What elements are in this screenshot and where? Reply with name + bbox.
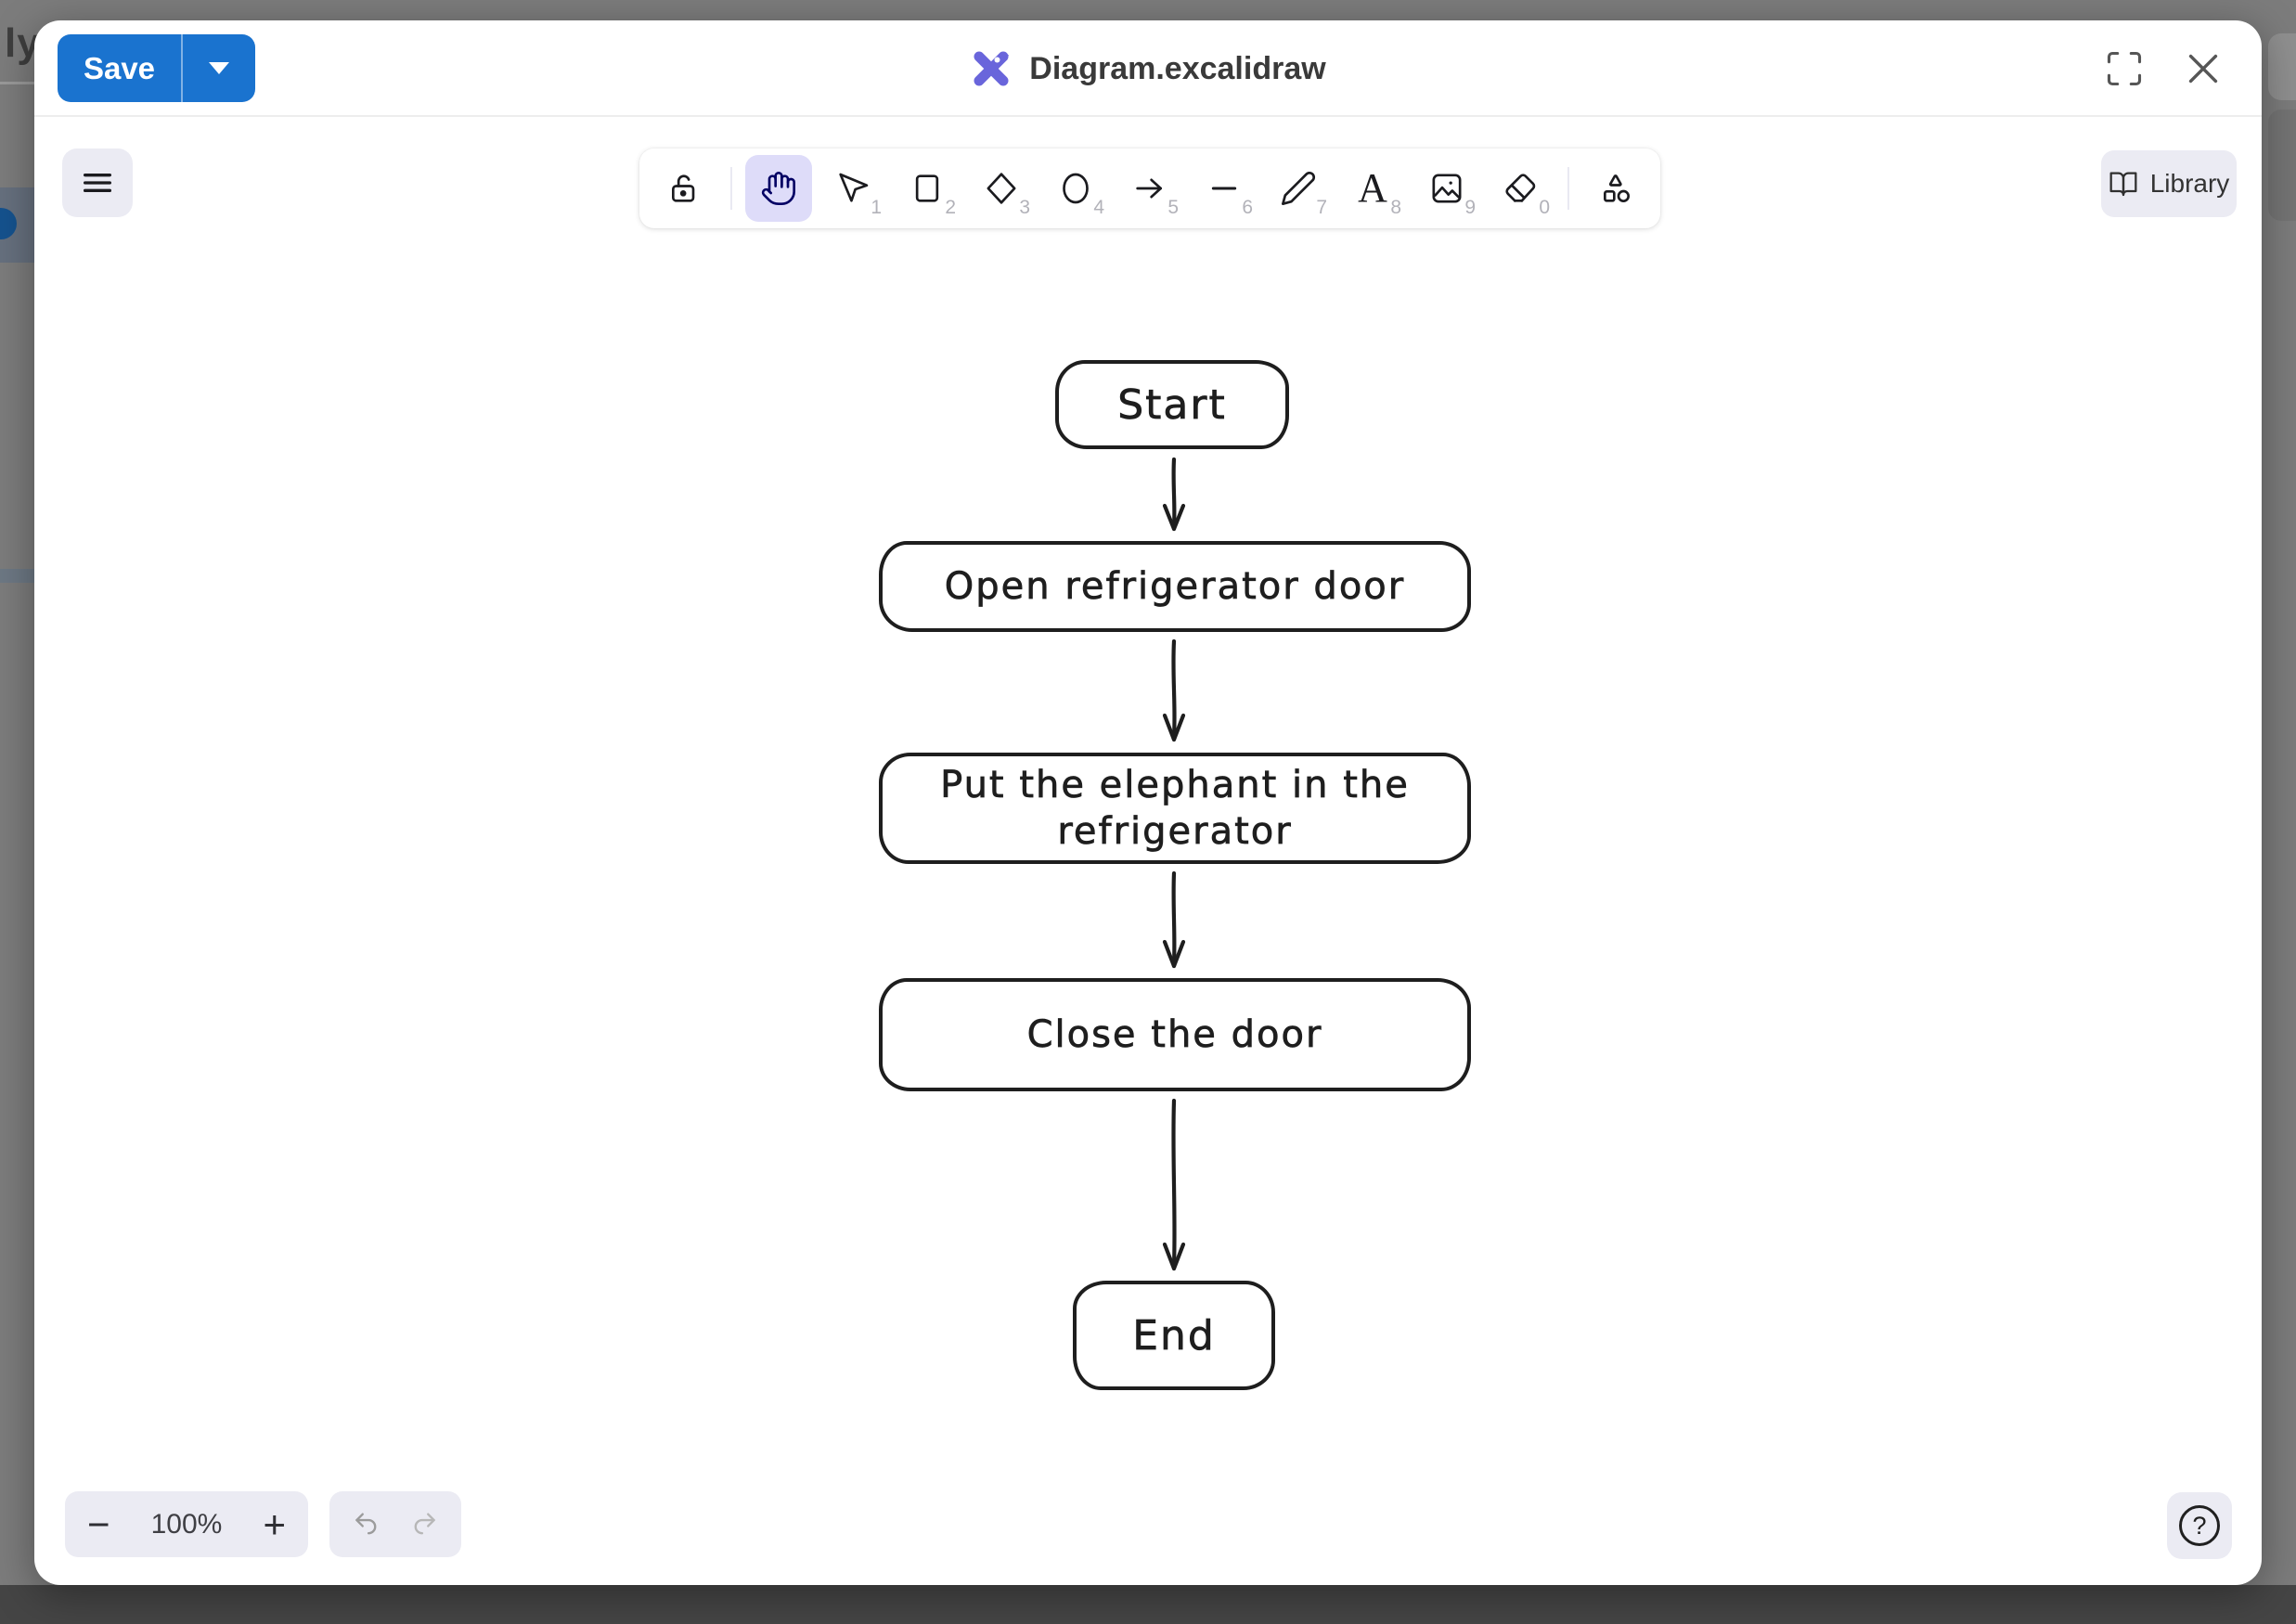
undo-icon[interactable] — [351, 1509, 382, 1540]
flowchart-node-end[interactable]: End — [1073, 1281, 1275, 1390]
image-icon — [1428, 170, 1465, 207]
modal-header: Save Diagram.excalidraw — [34, 20, 2262, 117]
tool-diamond[interactable]: 3 — [968, 155, 1035, 222]
document-title: Diagram.excalidraw — [1029, 50, 1326, 86]
tool-shortcut: 6 — [1242, 197, 1253, 218]
line-icon — [1206, 170, 1243, 207]
background-card — [2268, 33, 2296, 100]
main-menu-button[interactable] — [62, 148, 133, 217]
save-button[interactable]: Save — [58, 34, 181, 102]
flowchart-node-start[interactable]: Start — [1055, 360, 1289, 449]
tool-shortcut: 5 — [1167, 197, 1179, 218]
excalidraw-editor-modal: Save Diagram.excalidraw — [34, 20, 2262, 1585]
background-card — [2268, 110, 2296, 221]
tool-eraser[interactable]: 0 — [1488, 155, 1554, 222]
redo-icon[interactable] — [408, 1509, 440, 1540]
background-blue-badge — [0, 208, 17, 239]
background-bottom-bar — [0, 1585, 2296, 1624]
tool-rectangle[interactable]: 2 — [894, 155, 961, 222]
rectangle-icon — [909, 170, 946, 207]
fullscreen-icon[interactable] — [2104, 48, 2145, 89]
diamond-icon — [983, 170, 1020, 207]
tool-text[interactable]: A 8 — [1339, 155, 1406, 222]
mouse-pointer-icon — [834, 170, 871, 207]
shapes-icon — [1597, 170, 1634, 207]
tool-shortcut: 7 — [1316, 197, 1327, 218]
save-split-button: Save — [58, 34, 255, 102]
zoom-out-button[interactable]: − — [87, 1502, 110, 1546]
pencil-icon — [1280, 170, 1317, 207]
flowchart-node-open-door[interactable]: Open refrigerator door — [879, 541, 1471, 632]
header-actions — [2104, 20, 2225, 117]
tool-shortcut: 1 — [871, 197, 882, 218]
tool-draw[interactable]: 7 — [1265, 155, 1332, 222]
tool-lock[interactable] — [651, 155, 717, 222]
flowchart-arrow-2[interactable] — [1155, 639, 1193, 742]
arrow-icon — [1131, 170, 1168, 207]
hand-icon — [760, 170, 797, 207]
flowchart-arrow-4[interactable] — [1155, 1099, 1193, 1271]
save-options-button[interactable] — [181, 34, 255, 102]
zoom-in-button[interactable]: + — [263, 1502, 286, 1546]
tool-shortcut: 9 — [1464, 197, 1476, 218]
question-mark-icon: ? — [2179, 1505, 2220, 1546]
zoom-controls: − 100% + — [65, 1491, 308, 1557]
document-title-wrap: Diagram.excalidraw — [34, 20, 2262, 117]
toolbar-divider — [730, 167, 732, 210]
book-icon — [2109, 169, 2138, 199]
chevron-down-icon — [209, 62, 229, 74]
tool-image[interactable]: 9 — [1413, 155, 1480, 222]
eraser-icon — [1503, 170, 1540, 207]
tool-shortcut: 4 — [1093, 197, 1104, 218]
close-icon[interactable] — [2182, 47, 2225, 90]
excalidraw-logo-icon — [970, 47, 1013, 90]
lock-open-icon — [665, 170, 703, 207]
tool-shortcut: 0 — [1539, 197, 1550, 218]
tool-shapes[interactable] — [1582, 155, 1649, 222]
toolbar-divider — [1567, 167, 1569, 210]
text-tool-icon: A — [1358, 165, 1387, 211]
flowchart-node-put-elephant[interactable]: Put the elephant in the refrigerator — [879, 753, 1471, 864]
tool-arrow[interactable]: 5 — [1116, 155, 1183, 222]
hamburger-icon — [79, 164, 116, 201]
history-controls — [329, 1491, 461, 1557]
zoom-level[interactable]: 100% — [150, 1508, 223, 1540]
tool-selection[interactable]: 1 — [819, 155, 886, 222]
tool-ellipse[interactable]: 4 — [1042, 155, 1109, 222]
flowchart-node-close-door[interactable]: Close the door — [879, 978, 1471, 1091]
tool-shortcut: 2 — [945, 197, 956, 218]
ellipse-icon — [1057, 170, 1094, 207]
flowchart-arrow-1[interactable] — [1155, 458, 1193, 532]
flowchart-arrow-3[interactable] — [1155, 871, 1193, 969]
tool-line[interactable]: 6 — [1191, 155, 1258, 222]
tool-hand[interactable] — [745, 155, 812, 222]
library-button-label: Library — [2149, 169, 2230, 198]
save-button-label: Save — [83, 50, 156, 85]
tool-island: 1 2 3 4 — [639, 148, 1660, 228]
library-button[interactable]: Library — [2101, 150, 2237, 217]
help-button[interactable]: ? — [2167, 1492, 2232, 1559]
tool-shortcut: 8 — [1390, 197, 1401, 218]
tool-shortcut: 3 — [1019, 197, 1030, 218]
